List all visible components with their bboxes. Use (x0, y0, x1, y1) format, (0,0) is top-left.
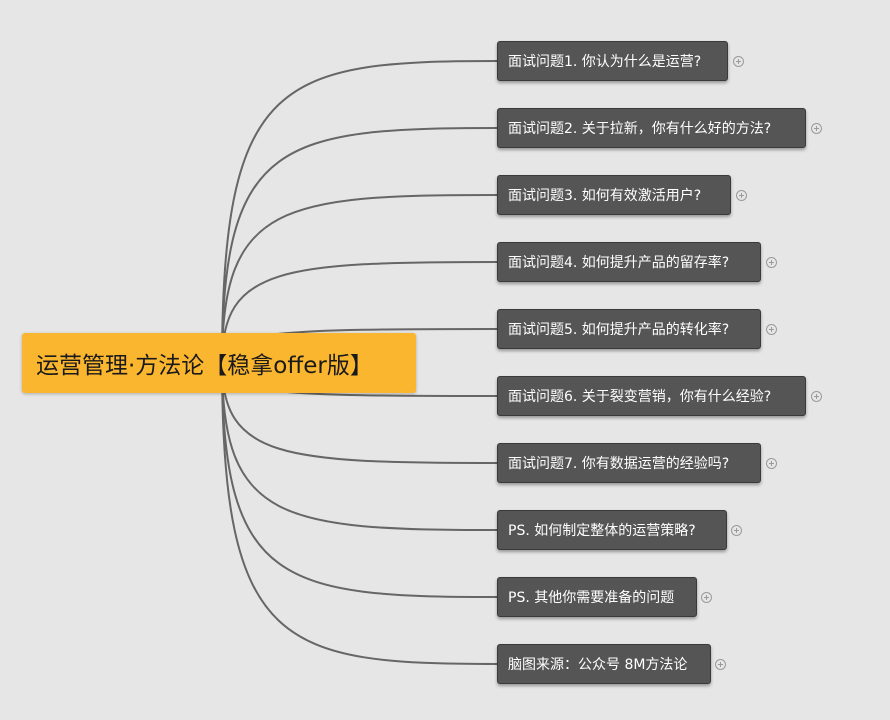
circle-plus-icon[interactable] (811, 123, 822, 134)
topic-10[interactable]: 脑图来源：公众号 8M方法论 (497, 644, 711, 684)
topic-9[interactable]: PS. 其他你需要准备的问题 (497, 577, 697, 617)
topic-6[interactable]: 面试问题6. 关于裂变营销，你有什么经验? (497, 376, 806, 416)
topic-label: 面试问题1. 你认为什么是运营? (508, 54, 702, 70)
topic-8[interactable]: PS. 如何制定整体的运营策略? (497, 510, 727, 550)
circle-plus-icon[interactable] (731, 525, 742, 536)
root-topic[interactable]: 运营管理·方法论【稳拿offer版】 (22, 333, 416, 393)
topic-label: 面试问题5. 如何提升产品的转化率? (508, 322, 730, 338)
topic-label: PS. 如何制定整体的运营策略? (508, 523, 696, 539)
topic-label: 脑图来源：公众号 8M方法论 (508, 657, 688, 673)
circle-plus-icon[interactable] (766, 458, 777, 469)
topic-label: 面试问题7. 你有数据运营的经验吗? (508, 456, 730, 472)
connector-line-8 (221, 362, 498, 531)
topic-2[interactable]: 面试问题2. 关于拉新，你有什么好的方法? (497, 108, 806, 148)
topic-label: PS. 其他你需要准备的问题 (508, 590, 675, 606)
connector-line-2 (221, 127, 498, 364)
circle-plus-icon[interactable] (736, 190, 747, 201)
topic-5[interactable]: 面试问题5. 如何提升产品的转化率? (497, 309, 761, 349)
connector-line-10 (221, 362, 498, 665)
connector-line-4 (221, 261, 498, 364)
topic-3[interactable]: 面试问题3. 如何有效激活用户? (497, 175, 731, 215)
topic-label: 面试问题4. 如何提升产品的留存率? (508, 255, 730, 271)
circle-plus-icon[interactable] (715, 659, 726, 670)
circle-plus-icon[interactable] (811, 391, 822, 402)
topic-label: 面试问题3. 如何有效激活用户? (508, 188, 702, 204)
topic-7[interactable]: 面试问题7. 你有数据运营的经验吗? (497, 443, 761, 483)
connector-line-7 (221, 362, 498, 464)
connector-line-1 (221, 60, 498, 364)
circle-plus-icon[interactable] (733, 56, 744, 67)
topic-label: 面试问题6. 关于裂变营销，你有什么经验? (508, 389, 772, 405)
topic-label: 面试问题2. 关于拉新，你有什么好的方法? (508, 121, 772, 137)
circle-plus-icon[interactable] (766, 324, 777, 335)
topic-1[interactable]: 面试问题1. 你认为什么是运营? (497, 41, 728, 81)
connector-line-9 (221, 362, 498, 598)
circle-plus-icon[interactable] (766, 257, 777, 268)
root-topic-label: 运营管理·方法论【稳拿offer版】 (36, 353, 373, 379)
circle-plus-icon[interactable] (701, 592, 712, 603)
topic-4[interactable]: 面试问题4. 如何提升产品的留存率? (497, 242, 761, 282)
connector-line-3 (221, 194, 498, 364)
